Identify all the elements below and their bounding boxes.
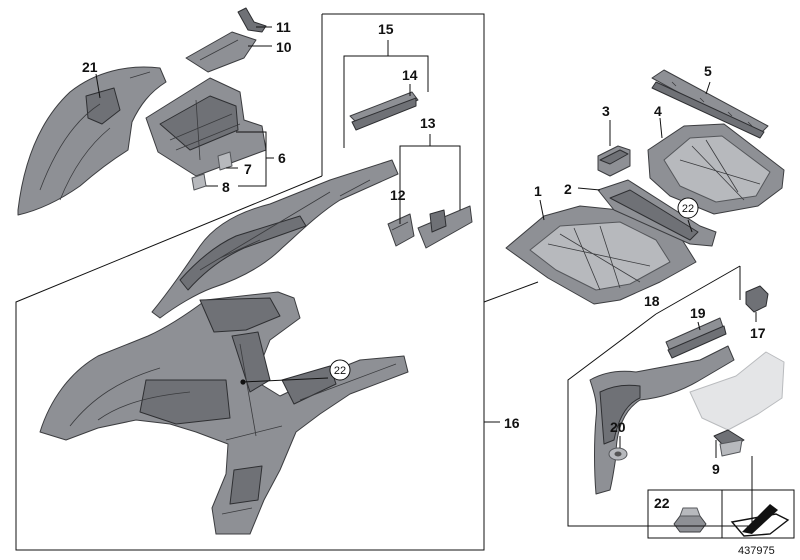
part-5-cross-rail — [651, 69, 769, 139]
label-10: 10 — [276, 39, 292, 55]
label-15: 15 — [378, 21, 394, 37]
diagram-number: 437975 — [738, 545, 775, 557]
label-17: 17 — [750, 325, 766, 341]
label-13: 13 — [420, 115, 436, 131]
label-12: 12 — [390, 187, 406, 203]
part-4-wheel-well — [647, 123, 785, 215]
fastener-callout-22-right: 22 — [677, 197, 699, 219]
part-19-reinforcement — [665, 317, 727, 359]
label-20: 20 — [610, 419, 626, 435]
part-18-side-member — [589, 345, 735, 495]
part-21-wheel-arch — [17, 66, 167, 216]
label-6: 6 — [278, 150, 286, 166]
weld-nut-icon — [673, 515, 707, 533]
part-1-floor-pan — [505, 205, 697, 305]
part-20-nut — [608, 447, 628, 461]
label-22-left: 22 — [334, 365, 346, 377]
label-1: 1 — [534, 183, 542, 199]
label-7: 7 — [244, 161, 252, 177]
frame-18 — [567, 265, 753, 527]
part-16-rear-frame — [39, 291, 409, 535]
part-9-bracket — [689, 351, 785, 457]
side-member-upper — [151, 159, 399, 319]
label-22-key: 22 — [654, 495, 670, 511]
label-21: 21 — [82, 59, 98, 75]
part-11-clip — [237, 7, 267, 33]
part-8-bracket — [191, 173, 207, 191]
part-17-mount — [745, 285, 769, 313]
label-9: 9 — [712, 461, 720, 477]
label-16: 16 — [504, 415, 520, 431]
fastener-callout-22-left: 22 — [329, 359, 351, 381]
part-12-bracket — [387, 213, 415, 247]
part-6-floor-section — [145, 77, 267, 177]
label-14: 14 — [402, 67, 418, 83]
label-3: 3 — [602, 103, 610, 119]
part-2-rail — [597, 179, 717, 247]
label-2: 2 — [564, 181, 572, 197]
label-8: 8 — [222, 179, 230, 195]
label-19: 19 — [690, 305, 706, 321]
label-18: 18 — [644, 293, 660, 309]
label-11: 11 — [276, 19, 291, 35]
label-22-right: 22 — [682, 203, 694, 215]
frame-16 — [15, 13, 539, 551]
part-labels: 11 10 21 6 7 8 15 14 13 12 16 1 2 3 4 5 … — [82, 19, 766, 511]
part-7-bracket — [217, 151, 233, 171]
part-10-plate — [185, 31, 257, 73]
legend-key-box — [647, 489, 795, 539]
part-13-bracket — [417, 205, 473, 249]
part-14-panel — [349, 91, 419, 131]
label-4: 4 — [654, 103, 662, 119]
leader-lines — [95, 26, 757, 458]
part-3-bracket — [597, 145, 631, 177]
label-5: 5 — [704, 63, 712, 79]
